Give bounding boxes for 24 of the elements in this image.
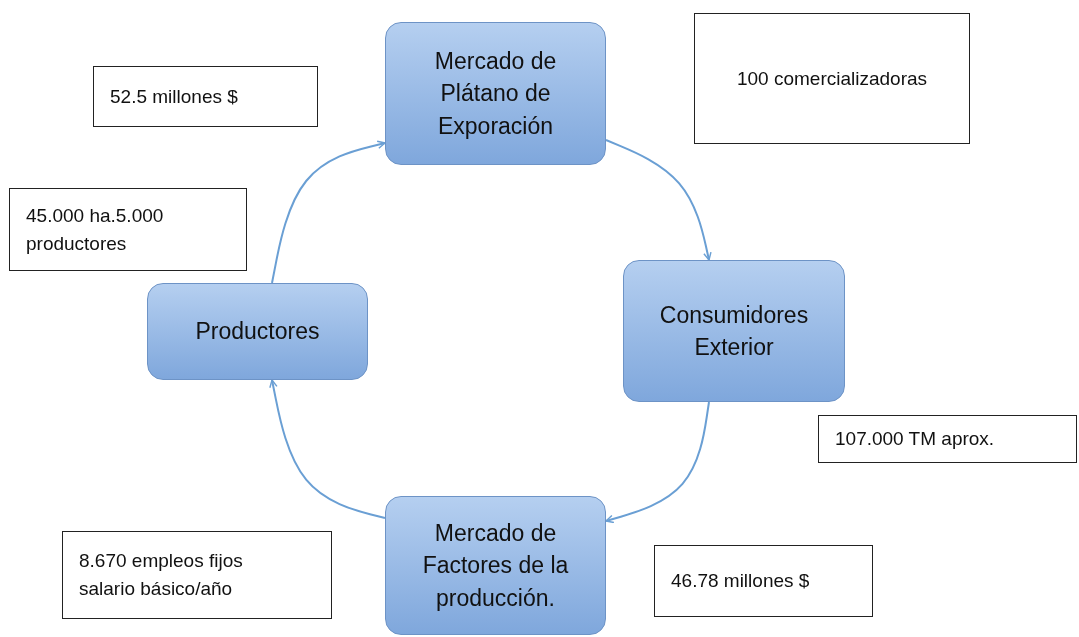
node-label: Mercado de Plátano de Exporación: [433, 47, 558, 141]
text-box: [694, 13, 970, 144]
rounded-box: [385, 496, 606, 635]
note-text: 45.000 ha.5.000 productores: [26, 203, 165, 256]
curved-arrow: [605, 139, 712, 261]
curved-arrow: [271, 140, 386, 284]
node-label: Mercado de Factores de la producción.: [421, 519, 570, 613]
curved-arrow: [605, 401, 710, 524]
text-box: [93, 66, 318, 127]
note-text: 8.670 empleos fijos salario básico/año: [79, 549, 244, 601]
node-label: Consumidores Exterior: [658, 300, 810, 362]
note-text: 52.5 millones $: [110, 84, 238, 109]
text-box: [654, 545, 873, 617]
note-text: 100 comercializadoras: [736, 66, 928, 91]
node-label: Productores: [195, 317, 320, 347]
rounded-box: [147, 283, 368, 380]
note-text: 107.000 TM aprox.: [835, 427, 995, 452]
rounded-box: [623, 260, 845, 402]
note-text: 46.78 millones $: [671, 569, 810, 594]
text-box: [818, 415, 1077, 463]
rounded-box: [385, 22, 606, 165]
text-box: [62, 531, 332, 619]
curved-arrow: [269, 379, 386, 519]
text-box: [9, 188, 247, 271]
